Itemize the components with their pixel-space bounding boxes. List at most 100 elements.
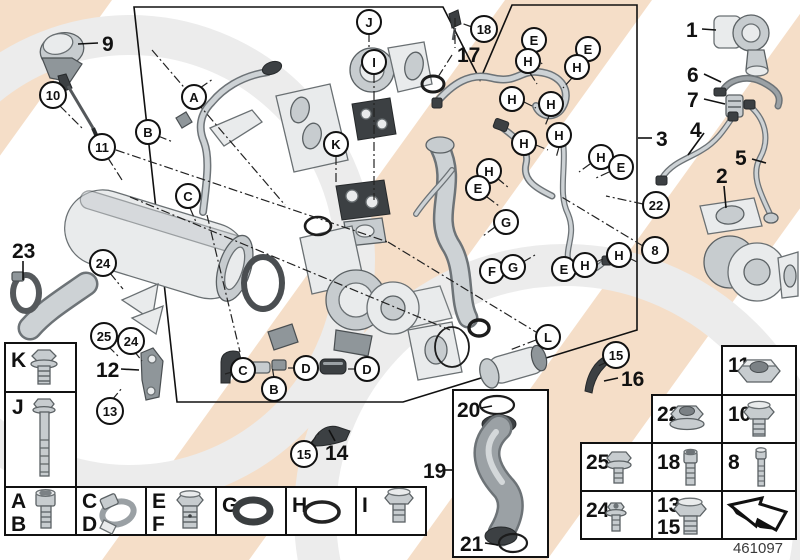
svg-text:H: H (572, 60, 581, 75)
callout-3[interactable]: 3 (656, 128, 668, 151)
callout-20[interactable]: 20 (457, 399, 480, 422)
callout-14[interactable]: 14 (325, 442, 349, 465)
svg-text:13: 13 (103, 404, 117, 419)
callout-16[interactable]: 16 (621, 368, 644, 391)
callout-circle-J[interactable]: J (356, 9, 382, 35)
callout-circle-15-b[interactable]: 15 (602, 341, 630, 369)
svg-text:H: H (596, 150, 605, 165)
part-drawings (10, 9, 799, 554)
callout-2[interactable]: 2 (716, 165, 728, 188)
callout-circle-22[interactable]: 22 (642, 191, 670, 219)
svg-text:J: J (365, 15, 372, 30)
svg-text:G: G (501, 215, 511, 230)
callout-17[interactable]: 17 (457, 44, 480, 67)
callout-6[interactable]: 6 (687, 64, 699, 87)
callout-circle-H-1[interactable]: H (515, 48, 541, 74)
hex-bolt-13-15-icon (673, 497, 707, 535)
callout-circle-B-a[interactable]: B (135, 119, 161, 145)
callout-circle-L[interactable]: L (535, 324, 561, 350)
svg-text:8: 8 (651, 243, 658, 258)
svg-text:G: G (508, 260, 518, 275)
o-ring-icon (303, 500, 341, 524)
svg-text:15: 15 (297, 447, 311, 462)
callout-circle-11[interactable]: 11 (88, 133, 116, 161)
svg-text:11: 11 (95, 140, 109, 155)
svg-text:C: C (238, 363, 248, 378)
hose-clamp-icon (99, 493, 137, 535)
svg-text:E: E (584, 42, 593, 57)
callout-1[interactable]: 1 (686, 19, 698, 42)
svg-text:H: H (614, 248, 623, 263)
svg-text:24: 24 (124, 334, 139, 349)
legend-number-10: 10 (728, 403, 751, 426)
callout-4[interactable]: 4 (690, 119, 702, 142)
callout-circle-C-a[interactable]: C (175, 183, 201, 209)
callout-circle-A[interactable]: A (181, 84, 207, 110)
callout-23[interactable]: 23 (12, 240, 35, 263)
callout-circle-F[interactable]: F (479, 258, 505, 284)
callout-circle-24-b[interactable]: 24 (117, 327, 145, 355)
callout-circle-H-3[interactable]: H (499, 86, 525, 112)
socket-cap-screw-long-icon (755, 447, 767, 487)
svg-text:D: D (301, 361, 310, 376)
callout-circle-E-3[interactable]: E (608, 154, 634, 180)
callout-circle-25[interactable]: 25 (90, 322, 118, 350)
svg-text:E: E (560, 262, 569, 277)
callout-circle-C-b[interactable]: C (230, 357, 256, 383)
callout-circle-K[interactable]: K (323, 131, 349, 157)
part-exhaust-clamp (10, 271, 42, 314)
callout-circle-G-2[interactable]: G (500, 254, 526, 280)
svg-text:18: 18 (477, 22, 491, 37)
callout-9[interactable]: 9 (102, 33, 114, 56)
torx-screw-icon (605, 502, 627, 532)
flange-nut-icon (669, 405, 705, 431)
screw-plug-icon (384, 487, 414, 523)
svg-text:15: 15 (609, 348, 623, 363)
svg-text:C: C (183, 189, 193, 204)
legend-letter-A: A (11, 490, 26, 513)
part-bracket-14 (311, 425, 351, 447)
callout-5[interactable]: 5 (735, 147, 747, 170)
callout-circle-I[interactable]: I (361, 49, 387, 75)
callout-19[interactable]: 19 (423, 460, 446, 483)
legend-number-18: 18 (657, 451, 681, 474)
part-vband-clamp (241, 254, 285, 312)
callout-circle-G-1[interactable]: G (493, 209, 519, 235)
svg-text:B: B (269, 382, 278, 397)
part-19-charge-pipe (473, 394, 529, 554)
callout-circle-18[interactable]: 18 (470, 15, 498, 43)
svg-text:L: L (544, 330, 552, 345)
callout-circle-24-a[interactable]: 24 (89, 249, 117, 277)
svg-text:24: 24 (96, 256, 111, 271)
callout-circle-H-9[interactable]: H (572, 252, 598, 278)
svg-text:E: E (530, 33, 539, 48)
callout-circle-B-b[interactable]: B (261, 376, 287, 402)
part-exhaust-manifold (275, 83, 349, 173)
callout-circle-D-2[interactable]: D (354, 356, 380, 382)
callout-circle-D-1[interactable]: D (293, 355, 319, 381)
callout-21[interactable]: 21 (460, 533, 484, 556)
svg-text:D: D (362, 362, 371, 377)
part-throttle-unit (479, 344, 548, 389)
callout-circle-H-6[interactable]: H (546, 122, 572, 148)
callout-circle-8[interactable]: 8 (641, 236, 669, 264)
legend-number-24: 24 (586, 499, 610, 522)
legend-cell-G[interactable] (215, 486, 287, 536)
callout-circle-H-10[interactable]: H (606, 242, 632, 268)
callout-circle-15-a[interactable]: 15 (290, 440, 318, 468)
legend-letter-F: F (152, 513, 165, 536)
callout-12[interactable]: 12 (96, 359, 119, 382)
banjo-bolt-icon (176, 490, 204, 529)
part-oil-feed-line (175, 60, 283, 216)
callout-circle-H-2[interactable]: H (564, 54, 590, 80)
legend-letter-I: I (362, 494, 368, 517)
callout-7[interactable]: 7 (687, 89, 699, 112)
callout-circle-E-5[interactable]: E (551, 256, 577, 282)
socket-cap-screw-icon (683, 448, 698, 486)
callout-circle-13[interactable]: 13 (96, 397, 124, 425)
part-catalytic-converter (17, 109, 263, 341)
callout-circle-E-4[interactable]: E (465, 175, 491, 201)
callout-circle-H-5[interactable]: H (511, 130, 537, 156)
callout-circle-10[interactable]: 10 (39, 81, 67, 109)
callout-circle-H-4[interactable]: H (538, 91, 564, 117)
